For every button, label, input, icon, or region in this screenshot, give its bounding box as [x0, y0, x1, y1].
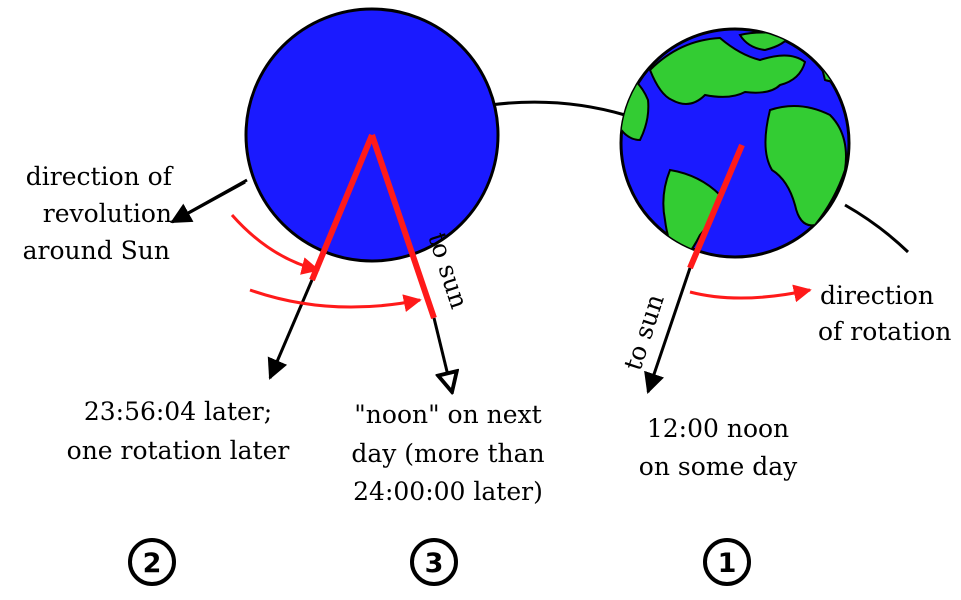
svg-text:3: 3 — [425, 548, 444, 579]
pos2-caption-line1: 23:56:04 later; — [84, 397, 272, 426]
marker-3: 3 — [412, 540, 456, 584]
pos1-caption-line2: on some day — [639, 452, 798, 481]
rotation-arrow-c — [690, 290, 810, 298]
to-sun-label-1: to sun — [618, 291, 670, 374]
pos2-caption-line2: one rotation later — [67, 436, 290, 465]
revolution-label-line1: direction of — [26, 162, 174, 191]
rotation-arrow-b — [250, 290, 420, 307]
pos3-caption-line1: "noon" on next — [354, 400, 541, 429]
pointer-3 — [434, 318, 452, 392]
rotation-label-line2: of rotation — [818, 317, 951, 346]
revolution-label-line2: revolution — [43, 199, 172, 228]
revolution-label-line3: around Sun — [23, 236, 170, 265]
earth-noon — [615, 29, 850, 262]
svg-text:2: 2 — [143, 548, 162, 579]
pos3-caption-line2: day (more than — [351, 439, 544, 468]
marker-1: 1 — [705, 540, 749, 584]
svg-text:1: 1 — [718, 548, 737, 579]
revolution-arrow — [172, 180, 247, 222]
pos3-caption-line3: 24:00:00 later) — [353, 477, 543, 506]
rotation-label-line1: direction — [820, 281, 934, 310]
pointer-2 — [270, 280, 312, 378]
pos1-caption-line1: 12:00 noon — [647, 414, 789, 443]
marker-2: 2 — [130, 540, 174, 584]
